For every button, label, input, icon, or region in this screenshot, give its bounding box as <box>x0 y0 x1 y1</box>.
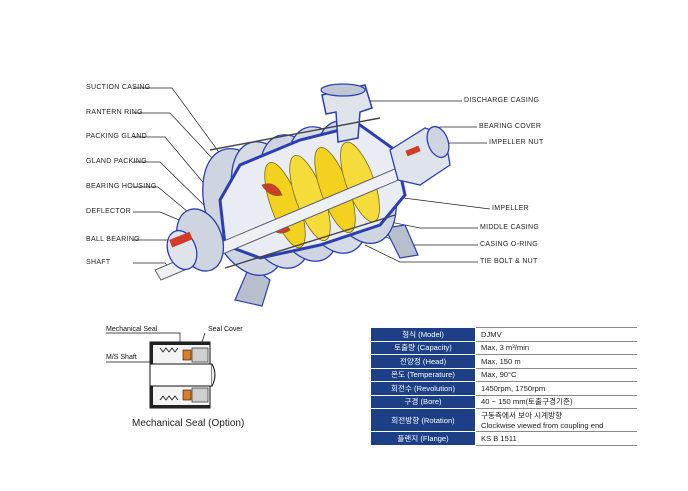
spec-key: 회전수 (Revolution) <box>371 381 476 396</box>
tie-bolts <box>209 117 396 269</box>
spec-value: 40 ~ 150 mm(토출구경기준) <box>475 395 637 409</box>
spec-row-model: 형식 (Model) DJMV <box>371 327 637 342</box>
spec-value: Max, 150 m <box>475 354 637 369</box>
label-deflector: DEFLECTOR <box>86 208 131 215</box>
suction-bearing-housing <box>166 208 225 272</box>
spec-key: 플랜지 (Flange) <box>371 431 476 446</box>
spec-row-bore: 구경 (Bore) 40 ~ 150 mm(토출구경기준) <box>371 395 637 409</box>
label-rantern-ring: RANTERN RING <box>86 109 143 116</box>
label-impeller: IMPELLER <box>492 205 530 212</box>
label-bearing-cover: BEARING COVER <box>479 123 542 130</box>
spec-value: 1450rpm, 1750rpm <box>475 381 637 396</box>
label-packing-gland: PACKING GLAND <box>86 133 147 140</box>
spec-value: Max, 90°C <box>475 368 637 382</box>
seal-shaft <box>149 363 216 387</box>
label-suction-casing: SUCTION CASING <box>86 84 151 91</box>
discharge-nozzle <box>320 83 373 143</box>
label-tie-bolt-nut: TIE BOLT & NUT <box>480 258 538 265</box>
spec-row-capacity: 토출량 (Capacity) Max, 3 m³/min <box>371 341 637 355</box>
drive-bearing-housing <box>389 125 451 186</box>
label-discharge-casing: DISCHARGE CASING <box>464 97 540 104</box>
spec-row-head: 전양정 (Head) Max, 150 m <box>371 354 637 369</box>
spec-key: 전양정 (Head) <box>371 354 476 369</box>
label-impeller-nut: IMPELLER NUT <box>489 139 544 146</box>
spec-table: 형식 (Model) DJMV 토출량 (Capacity) Max, 3 m³… <box>371 327 637 446</box>
spec-value: KS B 1511 <box>475 431 637 446</box>
spec-key: 형식 (Model) <box>371 327 476 342</box>
label-shaft: SHAFT <box>86 259 111 266</box>
seal-detail-title: Mechanical Seal (Option) <box>132 418 245 429</box>
label-casing-o-ring: CASING O-RING <box>480 241 538 248</box>
label-ms-shaft: M/S Shaft <box>106 354 137 361</box>
spec-value-korean: 구동측에서 보아 시계방향 <box>481 411 563 420</box>
spec-value: Max, 3 m³/min <box>475 341 637 355</box>
label-seal-cover: Seal Cover <box>208 326 243 333</box>
label-gland-packing: GLAND PACKING <box>86 158 147 165</box>
spec-key: 온도 (Temperature) <box>371 368 476 382</box>
spec-row-temperature: 온도 (Temperature) Max, 90°C <box>371 368 637 382</box>
spec-row-flange: 플랜지 (Flange) KS B 1511 <box>371 431 637 446</box>
spec-row-rotation: 회전방향 (Rotation) 구동측에서 보아 시계방향 Clockwise … <box>371 408 637 432</box>
spec-key: 구경 (Bore) <box>371 395 476 409</box>
spec-value: DJMV <box>475 327 637 342</box>
spec-key: 회전방향 (Rotation) <box>371 408 476 432</box>
label-ball-bearing: BALL BEARING <box>86 236 140 243</box>
label-middle-casing: MIDDLE CASING <box>480 224 540 231</box>
spec-value: 구동측에서 보아 시계방향 Clockwise viewed from coup… <box>475 408 637 432</box>
spec-key: 토출량 (Capacity) <box>371 341 476 355</box>
spec-row-revolution: 회전수 (Revolution) 1450rpm, 1750rpm <box>371 381 637 396</box>
label-mechanical-seal: Mechanical Seal <box>106 326 158 333</box>
spec-value-english: Clockwise viewed from coupling end <box>481 421 604 430</box>
label-bearing-housing: BEARING HOUSING <box>86 183 157 190</box>
